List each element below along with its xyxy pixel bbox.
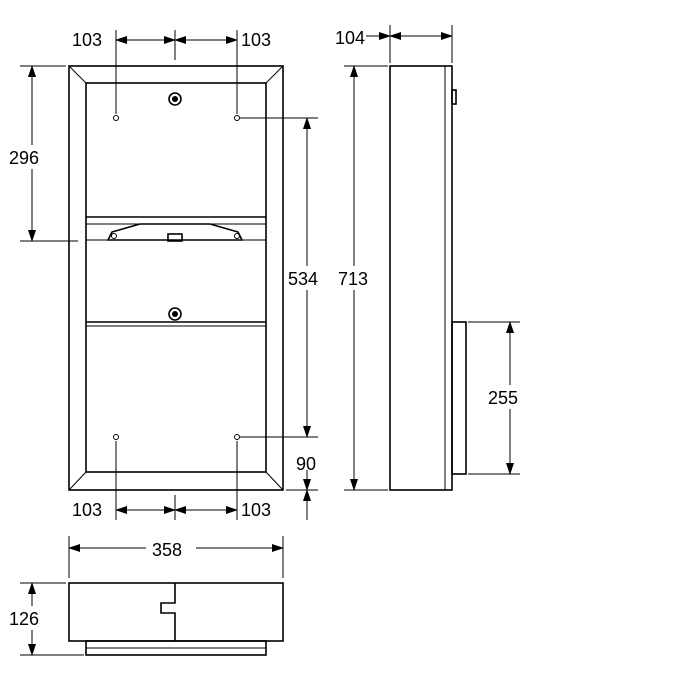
front-bevel-line bbox=[265, 471, 284, 491]
front-dispenser-rivet bbox=[111, 233, 117, 239]
mounting-hole bbox=[113, 434, 119, 440]
front-bevel-line bbox=[68, 65, 87, 84]
front-bevel-line bbox=[265, 65, 284, 84]
top-body bbox=[68, 582, 284, 642]
dim-label: 103 bbox=[72, 30, 102, 50]
side-view bbox=[389, 65, 467, 491]
top-view bbox=[68, 582, 284, 656]
mounting-hole bbox=[234, 434, 240, 440]
dim-label: 103 bbox=[241, 500, 271, 520]
dim-front-bottom: 103 103 bbox=[72, 441, 271, 520]
dim-side-total-height: 713 bbox=[334, 65, 388, 491]
mounting-hole bbox=[234, 115, 240, 121]
dim-label: 713 bbox=[338, 269, 368, 289]
dim-top-width: 358 bbox=[68, 536, 284, 578]
dim-label: 296 bbox=[9, 148, 39, 168]
side-waste-bin bbox=[451, 321, 467, 475]
lower-lock-icon bbox=[168, 307, 182, 321]
dim-front-bottom-offset: 90 bbox=[286, 454, 318, 520]
dim-label: 534 bbox=[288, 269, 318, 289]
dim-label: 90 bbox=[296, 454, 316, 474]
lower-lock-icon bbox=[172, 311, 178, 317]
front-outer-frame bbox=[68, 65, 284, 491]
dim-front-upper-height: 296 bbox=[6, 65, 78, 242]
dim-top-depth: 126 bbox=[6, 582, 84, 656]
dim-label: 126 bbox=[9, 609, 39, 629]
front-dispenser-latch bbox=[167, 233, 183, 242]
dim-label: 103 bbox=[72, 500, 102, 520]
front-view bbox=[68, 65, 284, 491]
upper-lock-icon bbox=[172, 96, 178, 102]
front-dispenser-slot bbox=[106, 223, 244, 241]
side-body bbox=[389, 65, 453, 491]
top-lock-notch bbox=[160, 583, 176, 641]
dim-side-lower-height: 255 bbox=[468, 321, 528, 475]
dim-side-depth: 104 bbox=[335, 25, 453, 63]
upper-lock-icon bbox=[168, 92, 182, 106]
dim-label: 358 bbox=[152, 540, 182, 560]
dim-front-hole-spacing: 534 bbox=[240, 117, 328, 438]
side-lock-knob bbox=[451, 89, 457, 105]
dim-label: 255 bbox=[488, 388, 518, 408]
mounting-hole bbox=[113, 115, 119, 121]
dim-front-top: 103 103 bbox=[72, 30, 271, 114]
dim-label: 104 bbox=[335, 28, 365, 48]
front-inner-panel bbox=[85, 82, 267, 473]
front-bevel-line bbox=[68, 471, 87, 491]
front-dispenser-rivet bbox=[234, 233, 240, 239]
dim-label: 103 bbox=[241, 30, 271, 50]
